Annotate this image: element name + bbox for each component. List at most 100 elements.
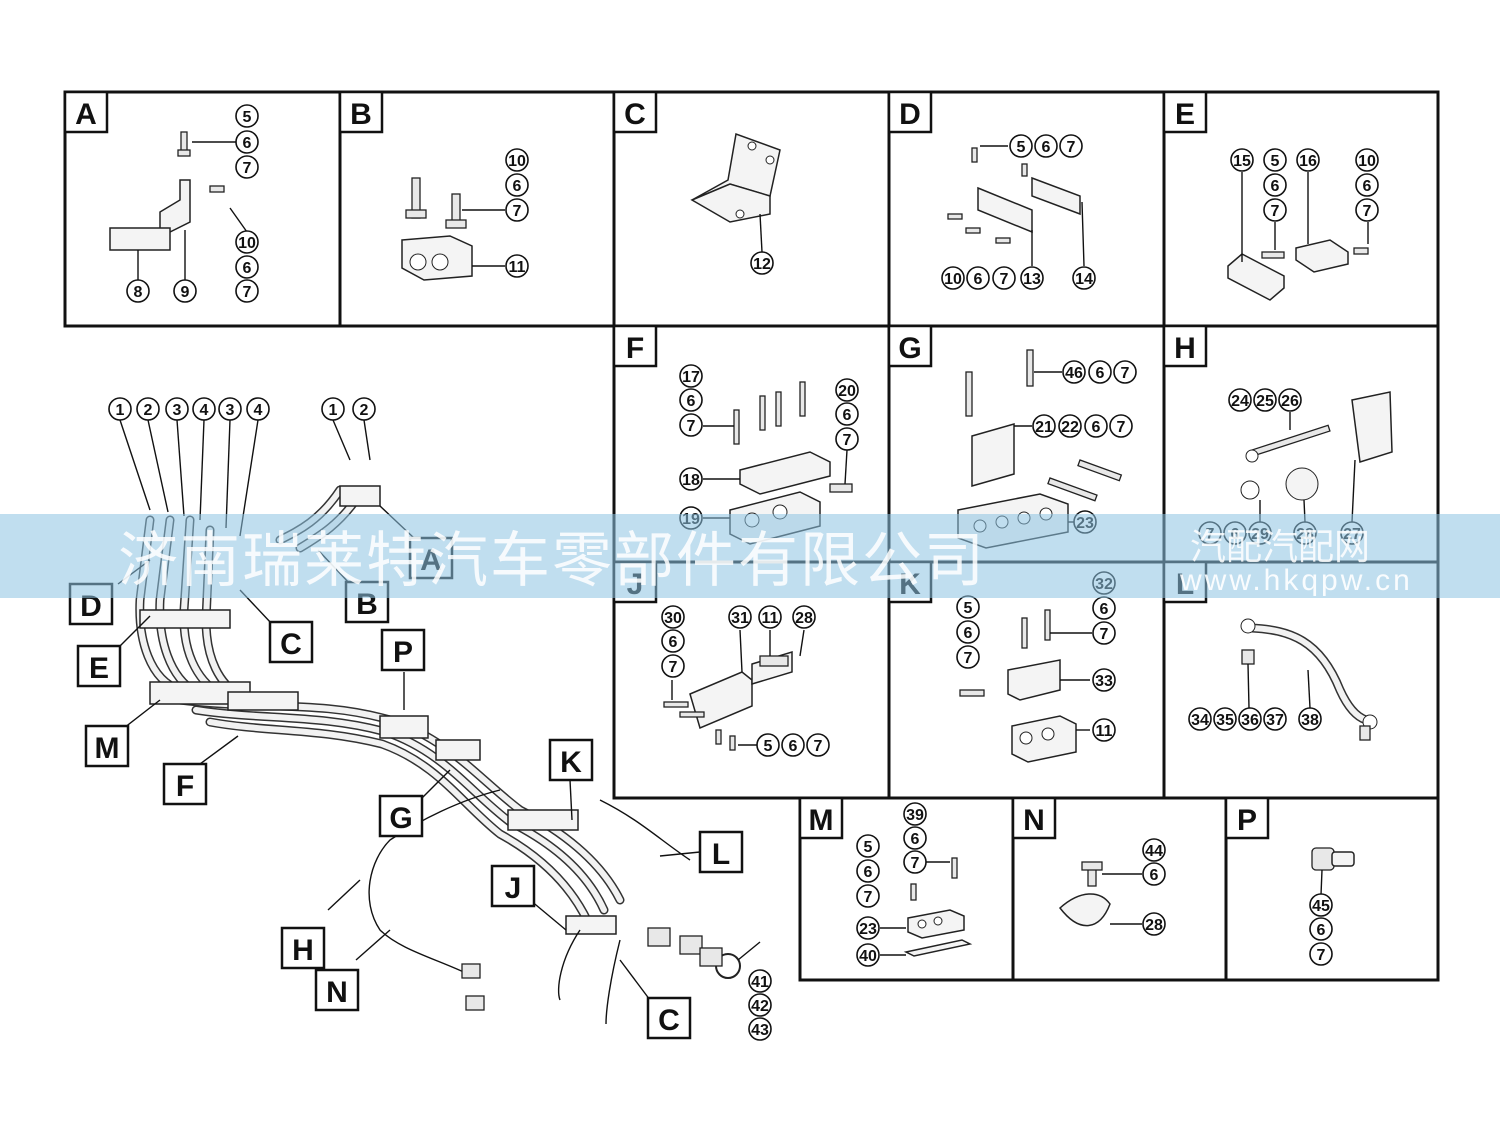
callout: 21 — [1032, 414, 1056, 438]
callout: 6 — [1142, 862, 1166, 886]
panel-tag-d: D — [887, 90, 933, 134]
svg-text:P: P — [393, 636, 413, 669]
svg-text:7: 7 — [243, 284, 252, 301]
callout: 5 — [235, 104, 259, 128]
callout: 6 — [966, 266, 990, 290]
callout: 22 — [1058, 414, 1082, 438]
overview-tag-g: G — [378, 794, 424, 838]
callout: 6 — [235, 255, 259, 279]
callout: 7 — [1309, 942, 1333, 966]
svg-text:6: 6 — [1150, 867, 1159, 884]
callout: 6 — [835, 402, 859, 426]
svg-text:33: 33 — [1095, 673, 1113, 690]
callout: 18 — [679, 467, 703, 491]
callout: 7 — [1092, 621, 1116, 645]
svg-text:25: 25 — [1256, 393, 1274, 410]
svg-text:45: 45 — [1312, 898, 1330, 915]
panel-tag-m: M — [798, 796, 844, 840]
svg-text:6: 6 — [243, 135, 252, 152]
svg-text:39: 39 — [906, 807, 924, 824]
callout: 24 — [1228, 388, 1252, 412]
callout: 41 — [748, 969, 772, 993]
panel-d-drawing — [947, 145, 1085, 267]
callout: 28 — [792, 605, 816, 629]
callout: 6 — [505, 173, 529, 197]
svg-text:7: 7 — [843, 432, 852, 449]
overview-tag-m: M — [84, 724, 130, 768]
callout: 44 — [1142, 838, 1166, 862]
svg-text:13: 13 — [1023, 271, 1041, 288]
callout: 6 — [1092, 596, 1116, 620]
callout: 11 — [505, 254, 529, 278]
svg-text:10: 10 — [1358, 153, 1376, 170]
callout: 2 — [352, 397, 376, 421]
callout: 10 — [1355, 148, 1379, 172]
callout: 25 — [1253, 388, 1277, 412]
svg-text:30: 30 — [664, 610, 682, 627]
callout: 7 — [235, 155, 259, 179]
panel-tag-f: F — [612, 324, 658, 368]
panel-j-drawing — [663, 629, 805, 751]
svg-text:16: 16 — [1299, 153, 1317, 170]
callout: 5 — [856, 834, 880, 858]
svg-text:23: 23 — [859, 921, 877, 938]
svg-text:28: 28 — [1145, 917, 1163, 934]
callout: 6 — [1355, 173, 1379, 197]
svg-text:F: F — [626, 332, 644, 365]
callout: 20 — [835, 378, 859, 402]
svg-text:7: 7 — [1100, 626, 1109, 643]
callout: 7 — [679, 413, 703, 437]
svg-text:7: 7 — [1000, 271, 1009, 288]
svg-text:N: N — [1023, 804, 1045, 837]
svg-text:G: G — [898, 332, 921, 365]
panel-b-drawing — [401, 177, 505, 281]
callout: 10 — [941, 266, 965, 290]
svg-text:43: 43 — [751, 1022, 769, 1039]
svg-text:24: 24 — [1231, 393, 1249, 410]
svg-text:M: M — [809, 804, 834, 837]
svg-text:11: 11 — [762, 610, 779, 627]
callout: 7 — [1113, 360, 1137, 384]
svg-text:E: E — [89, 652, 109, 685]
svg-text:3: 3 — [173, 402, 182, 419]
svg-text:D: D — [899, 98, 921, 131]
svg-text:H: H — [292, 934, 314, 967]
svg-text:6: 6 — [1271, 178, 1280, 195]
callout: 6 — [856, 859, 880, 883]
svg-text:28: 28 — [795, 610, 813, 627]
panel-tag-h: H — [1162, 324, 1208, 368]
callout: 7 — [661, 654, 685, 678]
callout: 12 — [750, 251, 774, 275]
svg-text:42: 42 — [751, 998, 769, 1015]
svg-text:36: 36 — [1241, 712, 1259, 729]
svg-text:N: N — [326, 976, 348, 1009]
svg-text:7: 7 — [1121, 365, 1130, 382]
svg-text:20: 20 — [838, 383, 856, 400]
callout: 10 — [235, 230, 259, 254]
callout: 1 — [321, 397, 345, 421]
svg-text:15: 15 — [1233, 153, 1251, 170]
svg-text:35: 35 — [1216, 712, 1234, 729]
callout: 2 — [136, 397, 160, 421]
panel-tag-e: E — [1162, 90, 1208, 134]
watermark-site-name: 汽配汽配网 — [1190, 527, 1371, 568]
overview-tag-j: J — [490, 864, 536, 908]
svg-text:6: 6 — [864, 864, 873, 881]
callout: 7 — [856, 884, 880, 908]
callout: 31 — [728, 605, 752, 629]
panel-tag-n: N — [1011, 796, 1057, 840]
callout: 6 — [235, 130, 259, 154]
svg-text:6: 6 — [687, 393, 696, 410]
svg-text:6: 6 — [243, 260, 252, 277]
svg-text:6: 6 — [1042, 139, 1051, 156]
svg-text:10: 10 — [508, 153, 526, 170]
svg-text:7: 7 — [1317, 947, 1326, 964]
callout: 7 — [505, 198, 529, 222]
callout: 7 — [835, 427, 859, 451]
svg-text:38: 38 — [1301, 712, 1319, 729]
callout: 5 — [1009, 134, 1033, 158]
svg-text:G: G — [389, 802, 412, 835]
overview-tag-c2: C — [646, 996, 692, 1040]
callout: 45 — [1309, 893, 1333, 917]
svg-text:7: 7 — [814, 738, 823, 755]
